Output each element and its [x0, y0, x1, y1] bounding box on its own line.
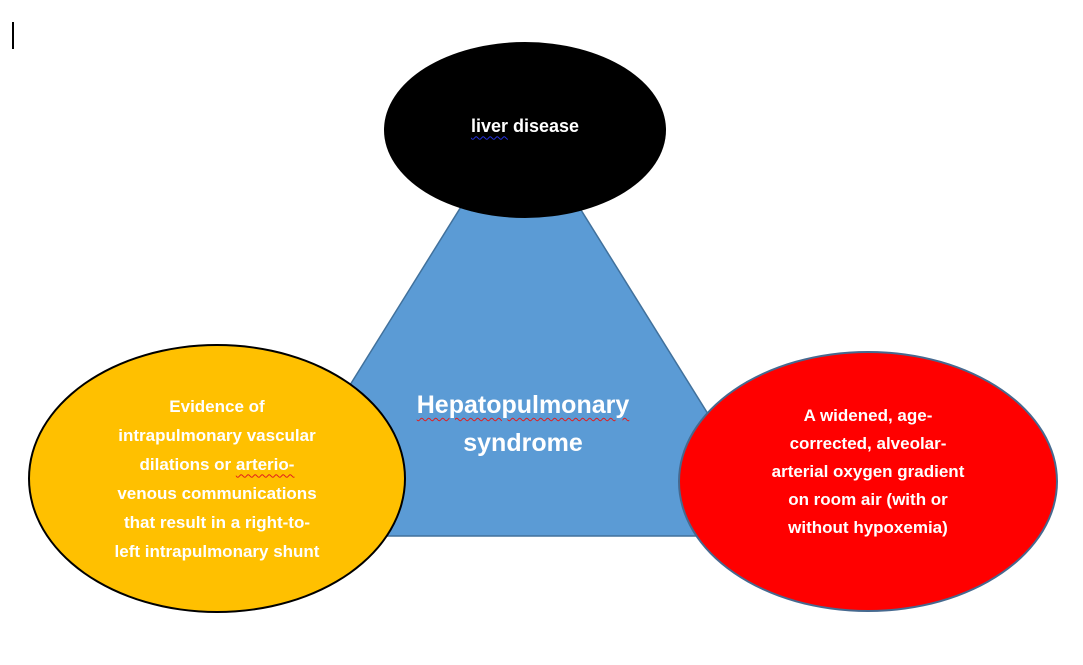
- right-line-5: without hypoxemia): [788, 517, 948, 537]
- right-line-1: A widened, age-: [803, 405, 933, 425]
- left-line-6: left intrapulmonary shunt: [114, 541, 320, 561]
- title-line-2: syndrome: [363, 424, 683, 462]
- disease-word: disease: [507, 115, 580, 136]
- left-line-1: Evidence of: [169, 396, 265, 416]
- left-line-3: dilations or arterio-: [115, 450, 320, 479]
- hepatopulmonary-syndrome-title[interactable]: Hepatopulmonary syndrome: [363, 386, 683, 462]
- right-line-2: corrected, alveolar-: [789, 433, 947, 453]
- intrapulmonary-dilations-ellipse[interactable]: Evidence of intrapulmonary vascular dila…: [28, 344, 406, 613]
- hepatopulmonary-word-misspelled: Hepatopulmonary: [416, 391, 630, 419]
- left-line-2: intrapulmonary vascular: [118, 425, 316, 445]
- liver-disease-label: liver disease: [471, 116, 579, 137]
- syndrome-word: syndrome: [463, 429, 583, 457]
- liver-word-misspelled: liver: [470, 115, 508, 136]
- arterio-word-misspelled: arterio-: [235, 454, 295, 474]
- text-caret: [12, 22, 14, 49]
- left-line-3-text: dilations or: [139, 454, 236, 474]
- left-line-5: that result in a right-to-: [123, 512, 311, 532]
- oxygen-gradient-label: A widened, age- corrected, alveolar- art…: [772, 402, 965, 542]
- right-line-3: arterial oxygen gradient: [771, 461, 965, 481]
- oxygen-gradient-ellipse[interactable]: A widened, age- corrected, alveolar- art…: [678, 351, 1058, 612]
- left-line-4: venous communications: [117, 483, 317, 503]
- intrapulmonary-dilations-label: Evidence of intrapulmonary vascular dila…: [115, 392, 320, 566]
- right-line-4: on room air (with or: [788, 489, 948, 509]
- title-line-1: Hepatopulmonary: [363, 386, 683, 424]
- liver-disease-ellipse[interactable]: liver disease: [384, 42, 666, 218]
